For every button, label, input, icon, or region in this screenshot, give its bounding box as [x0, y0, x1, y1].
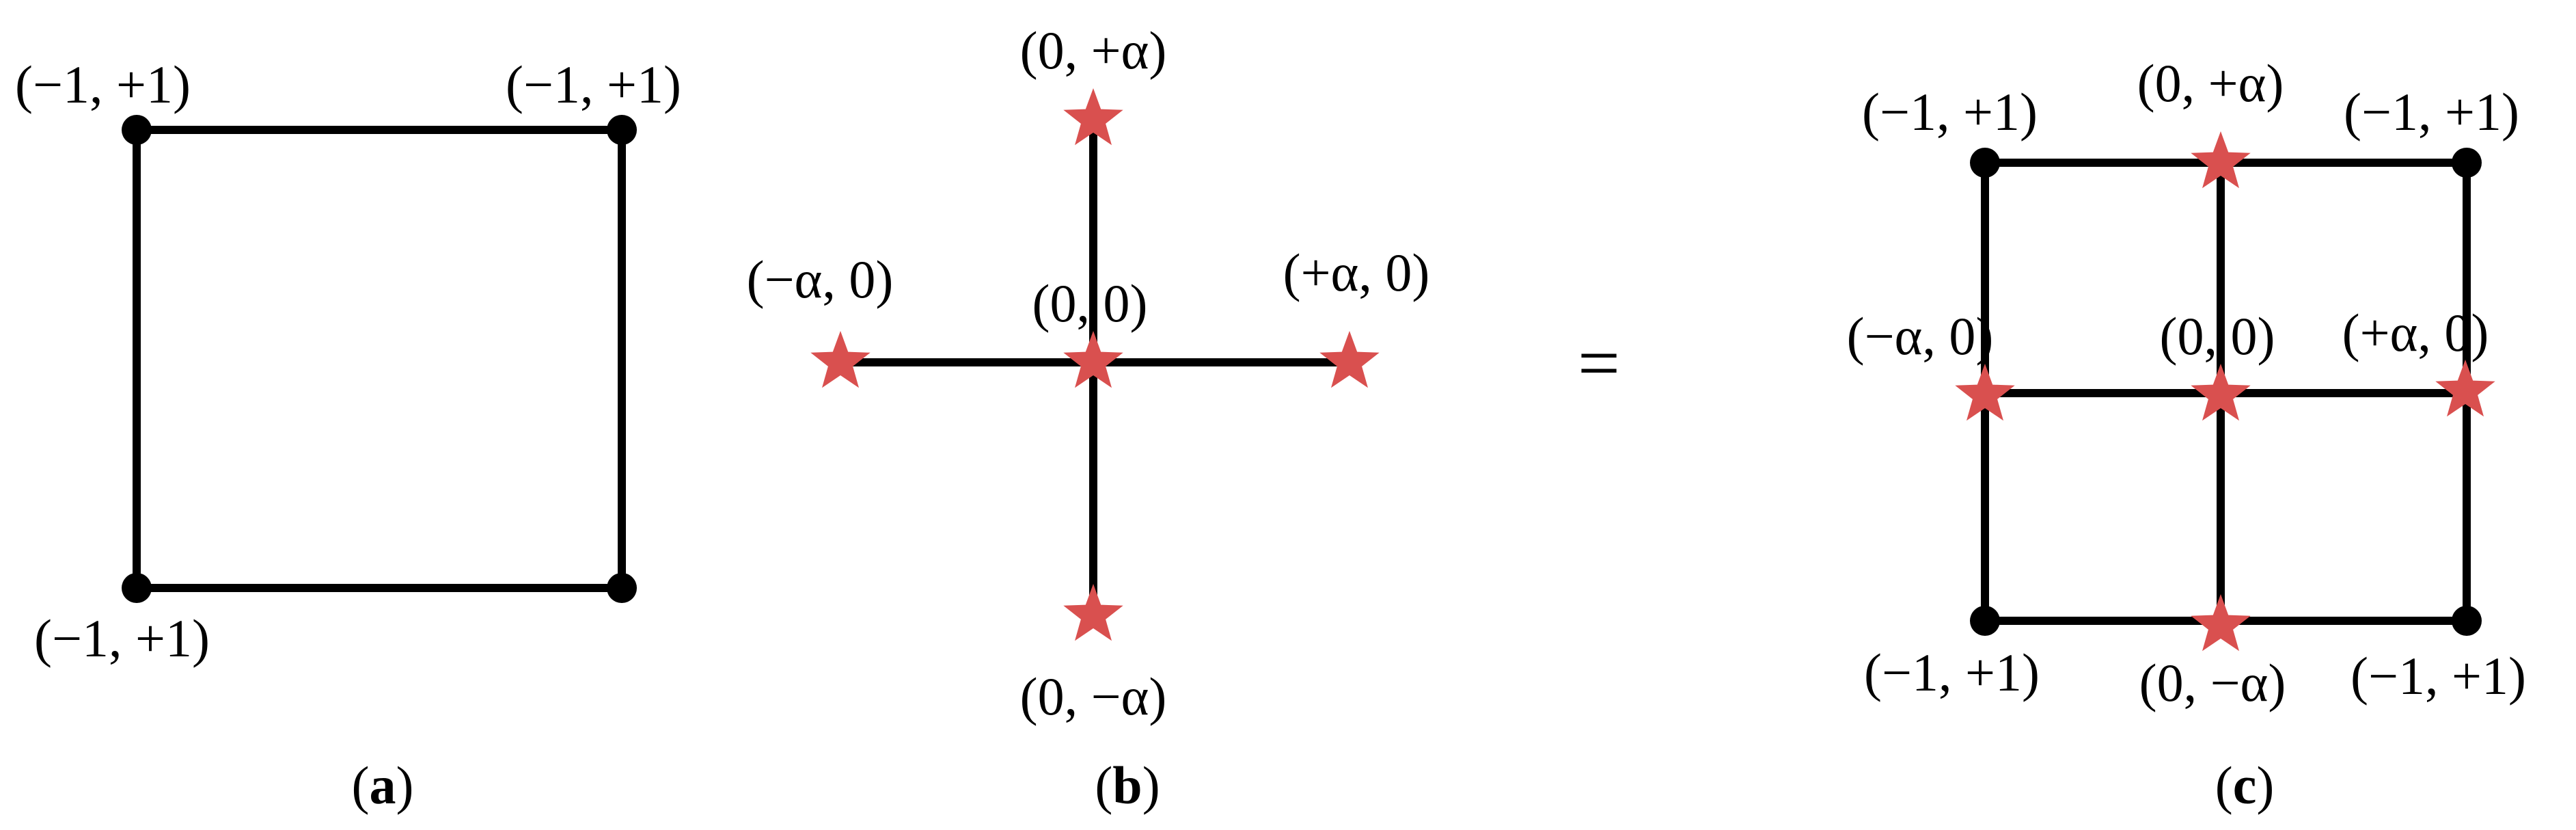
label-a-bottom-left: (−1, +1) — [34, 608, 210, 668]
label-b-right: (+α, 0) — [1283, 243, 1430, 302]
vertex-c-bottom-right — [2452, 606, 2482, 636]
vertex-c-top-left — [1970, 148, 2000, 178]
vertex-bottom-right — [607, 573, 637, 603]
label-c-mid-right: (+α, 0) — [2342, 303, 2489, 362]
label-b-center: (0, 0) — [1032, 273, 1148, 333]
label-c-mid-left: (−α, 0) — [1847, 306, 1994, 366]
label-b-top: (0, +α) — [1020, 21, 1167, 80]
star-c-left — [1955, 364, 2015, 421]
vertex-top-left — [122, 115, 152, 145]
caption-b: (b) — [1095, 755, 1160, 815]
label-c-bottom-left: (−1, +1) — [1864, 643, 2040, 702]
panel-b: (0, +α) (−α, 0) (0, 0) (+α, 0) (0, −α) (… — [747, 21, 1430, 815]
panel-c: (−1, +1) (0, +α) (−1, +1) (−α, 0) (0, 0)… — [1847, 53, 2526, 815]
star-c-top — [2191, 131, 2251, 189]
star-b-top — [1063, 88, 1123, 146]
label-c-top-mid: (0, +α) — [2137, 53, 2284, 113]
panel-a: (−1, +1) (−1, +1) (−1, +1) (a) — [15, 55, 681, 815]
star-b-left — [810, 331, 871, 388]
star-b-right — [1319, 331, 1380, 388]
equals-sign: = — [1578, 321, 1620, 405]
label-c-top-right: (−1, +1) — [2344, 82, 2519, 142]
vertex-c-bottom-left — [1970, 606, 2000, 636]
label-c-center: (0, 0) — [2160, 306, 2275, 366]
factorial-square — [133, 126, 626, 592]
vertex-c-top-right — [2452, 148, 2482, 178]
label-a-top-left: (−1, +1) — [15, 55, 191, 114]
vertex-bottom-left — [122, 573, 152, 603]
label-c-bottom-mid: (0, −α) — [2139, 653, 2286, 712]
caption-a: (a) — [352, 755, 414, 815]
star-b-bottom — [1063, 584, 1123, 641]
star-c-bottom — [2191, 594, 2251, 652]
label-b-bottom: (0, −α) — [1020, 667, 1167, 726]
label-c-top-left: (−1, +1) — [1862, 82, 2038, 142]
label-a-top-right: (−1, +1) — [506, 55, 681, 114]
vertex-top-right — [607, 115, 637, 145]
star-c-center — [2191, 364, 2251, 421]
caption-c: (c) — [2215, 755, 2275, 815]
label-b-left: (−α, 0) — [747, 250, 894, 309]
star-c-right — [2435, 360, 2495, 417]
label-c-bottom-right: (−1, +1) — [2351, 646, 2526, 706]
star-b-center — [1063, 331, 1123, 388]
